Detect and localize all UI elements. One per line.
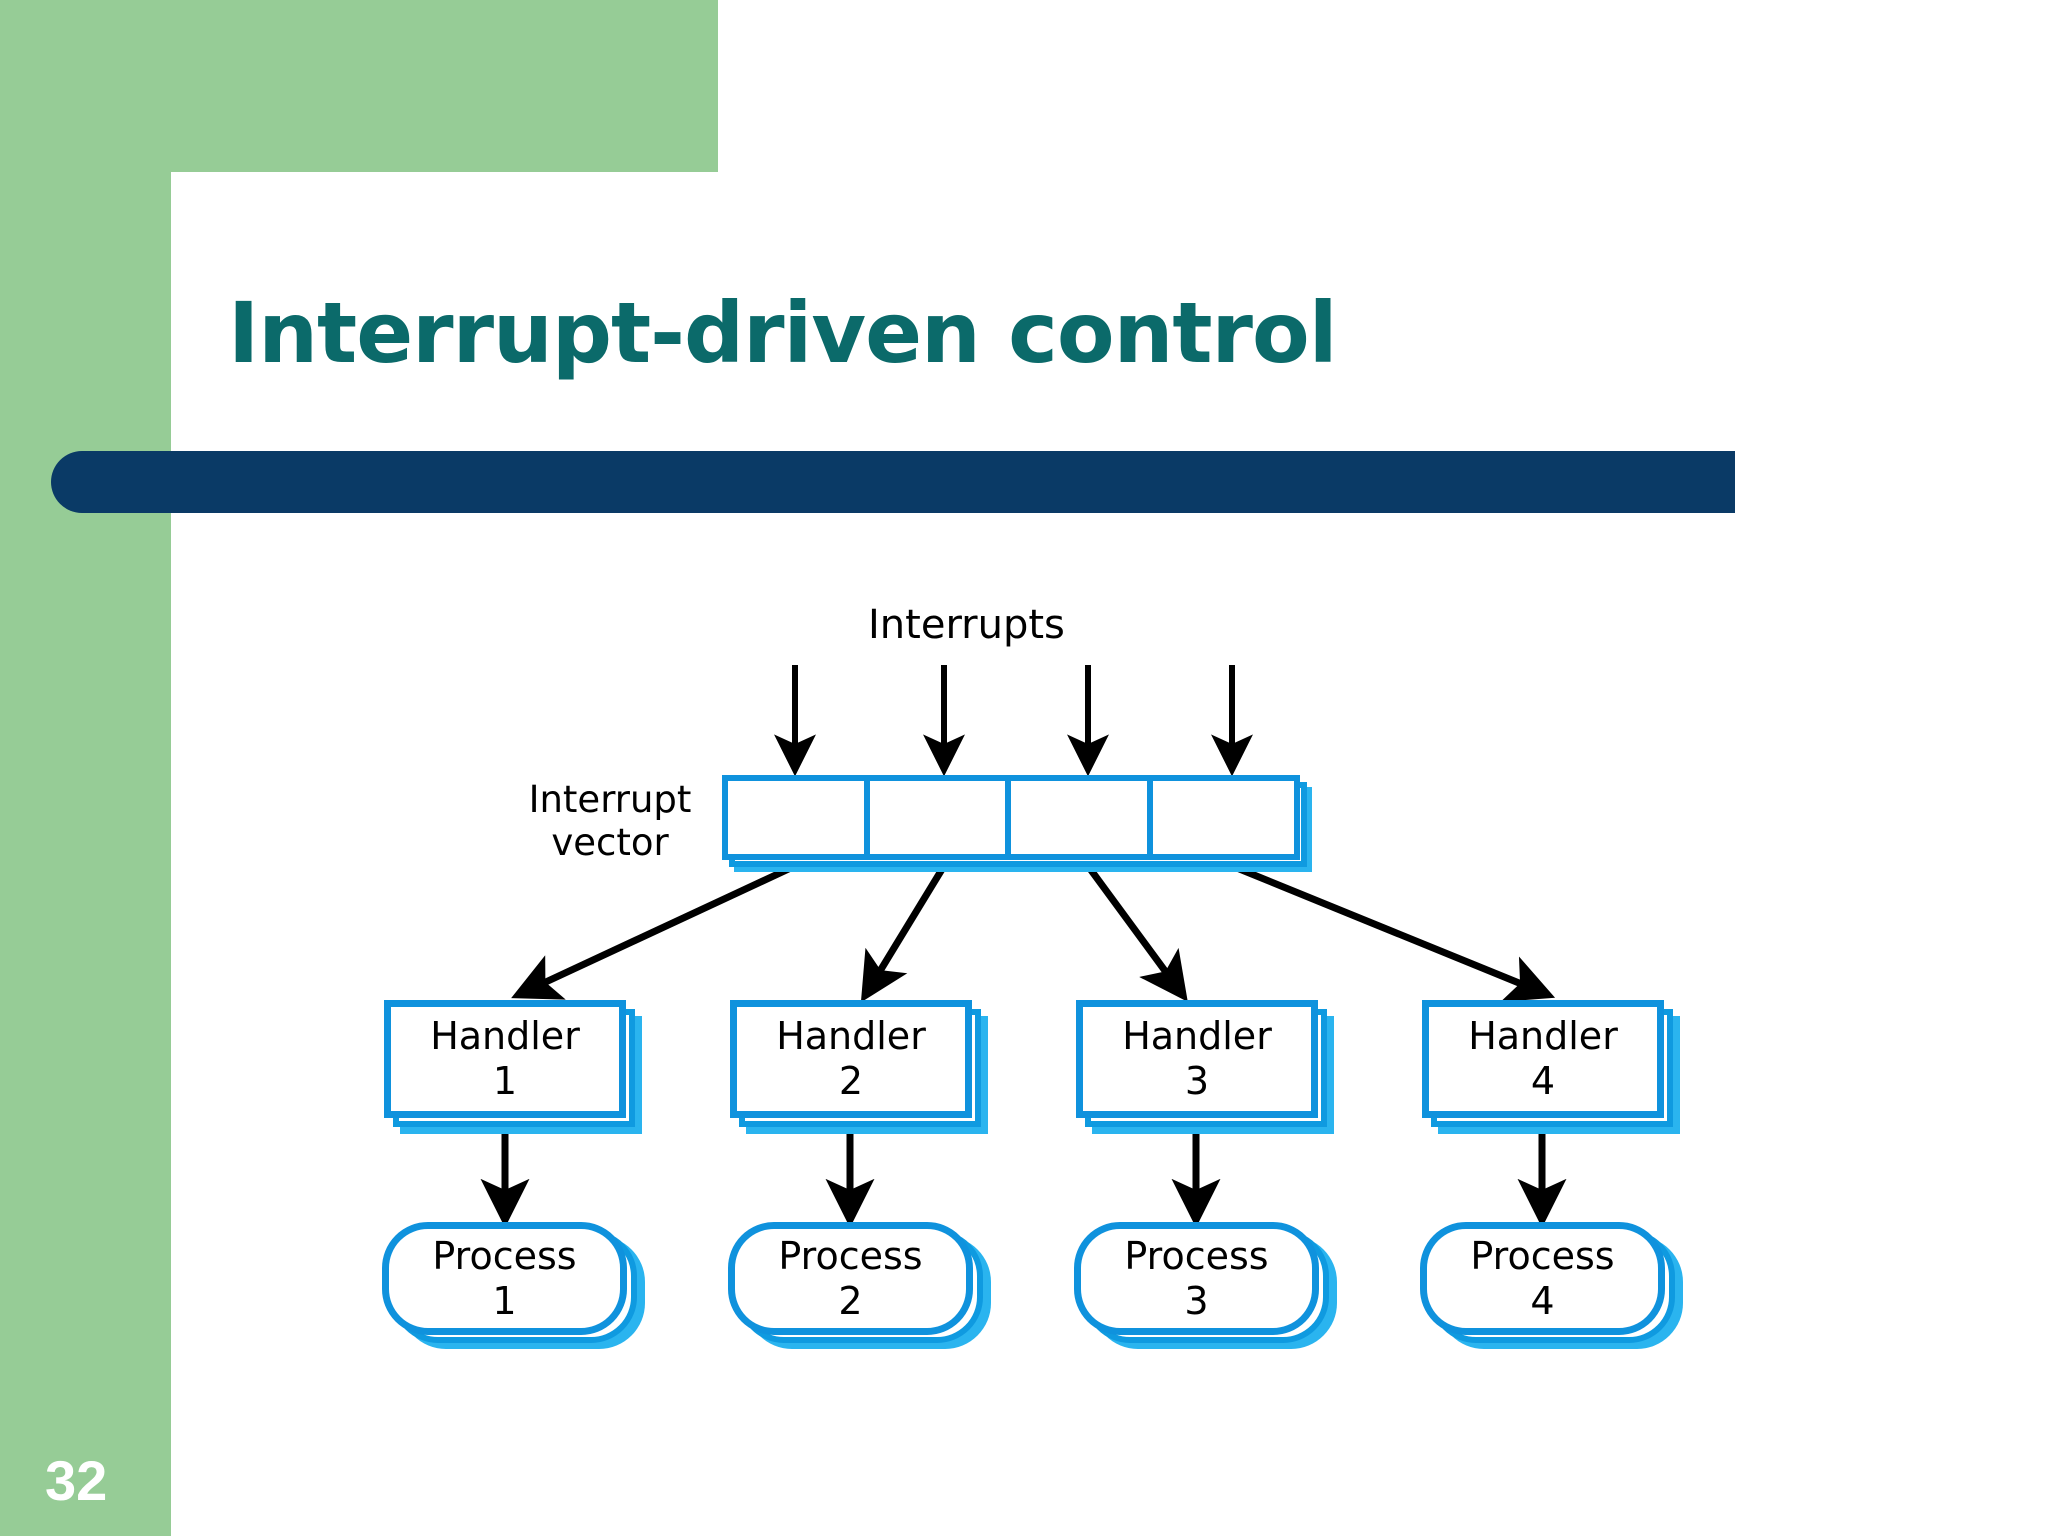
process-index: 2	[838, 1278, 863, 1323]
handler-node-3[interactable]: Handler 3	[1076, 1000, 1334, 1134]
handler-index: 1	[492, 1059, 518, 1103]
interrupt-vector-cells	[722, 775, 1300, 860]
interrupt-vector[interactable]	[722, 775, 1312, 872]
process-label: Process	[1470, 1233, 1615, 1278]
handler-box-4: Handler 4	[1422, 1000, 1664, 1118]
process-node-3[interactable]: Process 3	[1074, 1222, 1337, 1349]
green-sidebar-strip	[0, 0, 171, 1536]
vector-cell-2[interactable]	[870, 781, 1011, 854]
handler-label: Handler	[1468, 1014, 1618, 1059]
handler-box-3: Handler 3	[1076, 1000, 1318, 1118]
process-label: Process	[778, 1233, 923, 1278]
white-header-fill	[718, 0, 2048, 172]
process-node-2[interactable]: Process 2	[728, 1222, 991, 1349]
handler-label: Handler	[776, 1014, 926, 1059]
process-node-1[interactable]: Process 1	[382, 1222, 645, 1349]
handler-index: 3	[1184, 1059, 1210, 1103]
page-number: 32	[45, 1449, 108, 1512]
process-index: 3	[1184, 1278, 1209, 1323]
page-title: Interrupt-driven control	[228, 284, 1337, 382]
vector-cell-4[interactable]	[1153, 781, 1295, 854]
vector-cell-3[interactable]	[1011, 781, 1153, 854]
interrupts-label: Interrupts	[868, 602, 1065, 648]
handler-label: Handler	[1122, 1014, 1272, 1059]
process-index: 1	[492, 1278, 517, 1323]
process-box-4: Process 4	[1420, 1222, 1665, 1335]
handler-index: 4	[1530, 1059, 1556, 1103]
process-box-1: Process 1	[382, 1222, 627, 1335]
process-box-2: Process 2	[728, 1222, 973, 1335]
white-rounded-corner	[171, 172, 731, 292]
handler-label: Handler	[430, 1014, 580, 1059]
process-label: Process	[1124, 1233, 1269, 1278]
handler-node-4[interactable]: Handler 4	[1422, 1000, 1680, 1134]
vector-cell-1[interactable]	[728, 781, 870, 854]
handler-node-2[interactable]: Handler 2	[730, 1000, 988, 1134]
process-box-3: Process 3	[1074, 1222, 1319, 1335]
handler-index: 2	[838, 1059, 864, 1103]
interrupt-vector-label: Interrupt vector	[528, 778, 692, 865]
process-label: Process	[432, 1233, 577, 1278]
process-index: 4	[1530, 1278, 1555, 1323]
green-header-block	[0, 0, 718, 172]
process-node-4[interactable]: Process 4	[1420, 1222, 1683, 1349]
handler-node-1[interactable]: Handler 1	[384, 1000, 642, 1134]
handler-box-1: Handler 1	[384, 1000, 626, 1118]
title-underline-bar	[51, 451, 1735, 513]
handler-box-2: Handler 2	[730, 1000, 972, 1118]
